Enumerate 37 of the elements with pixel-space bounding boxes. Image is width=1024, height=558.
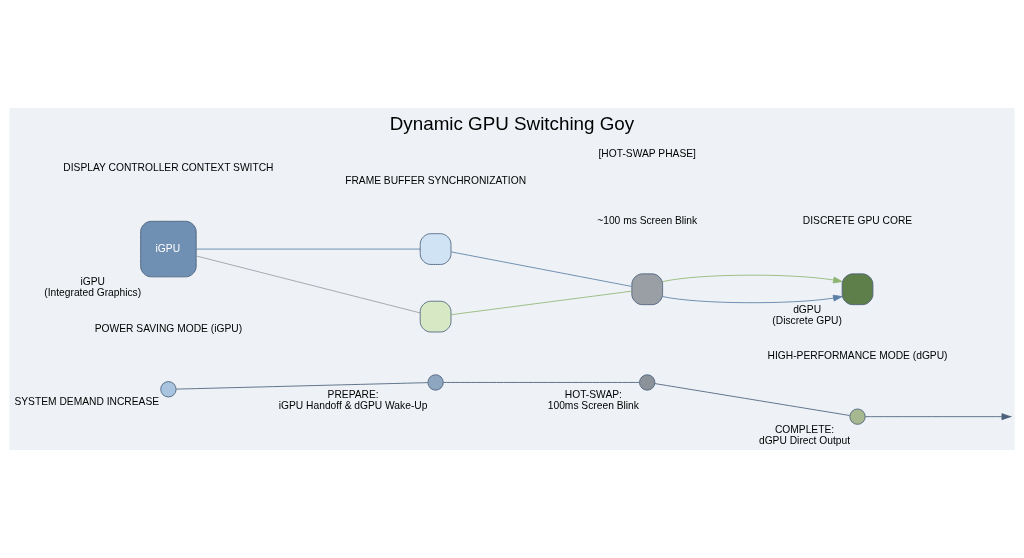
connector (443, 382, 640, 383)
node-label: iGPU Handoff & dGPU Wake-Up (278, 400, 428, 412)
label: [HOT-SWAP PHASE] (598, 147, 696, 159)
node-circle (427, 374, 444, 391)
node-box (631, 273, 664, 306)
node-label: (Integrated Graphics) (44, 287, 142, 299)
connector (450, 290, 633, 316)
connector (196, 248, 421, 250)
label: HIGH-PERFORMANCE MODE (dGPU) (767, 350, 948, 362)
connector (450, 251, 633, 287)
node-box (419, 300, 452, 333)
connector (196, 255, 421, 314)
connector (654, 383, 850, 416)
node-label: iGPU (80, 276, 105, 288)
label: DISCRETE GPU CORE (802, 215, 913, 227)
label: ~100 ms Screen Blink (597, 215, 698, 227)
node-label: dGPU (793, 303, 822, 315)
label: FRAME BUFFER SYNCHRONIZATION (345, 175, 527, 187)
label: DISPLAY CONTROLLER CONTEXT SWITCH (63, 162, 274, 174)
node-circle (160, 381, 177, 398)
node-circle (639, 374, 656, 391)
label: POWER SAVING MODE (iGPU) (94, 323, 243, 335)
node-box (841, 273, 874, 306)
arrow (662, 294, 843, 304)
diagram-title: Dynamic GPU Switching Goy (389, 112, 635, 134)
node-label: (Discrete GPU) (772, 314, 842, 326)
node-label: dGPU Direct Output (758, 434, 851, 446)
node-label: PREPARE: (327, 389, 379, 401)
arrow (662, 274, 843, 284)
node-label: 100ms Screen Blink (547, 400, 639, 412)
node-label: COMPLETE: (774, 423, 835, 435)
node-label: SYSTEM DEMAND INCREASE (14, 396, 160, 408)
connector (175, 382, 429, 390)
node-label: HOT-SWAP: (564, 389, 622, 401)
node-box: iGPU (140, 220, 197, 278)
node-box (419, 233, 452, 265)
node-circle (849, 408, 866, 425)
